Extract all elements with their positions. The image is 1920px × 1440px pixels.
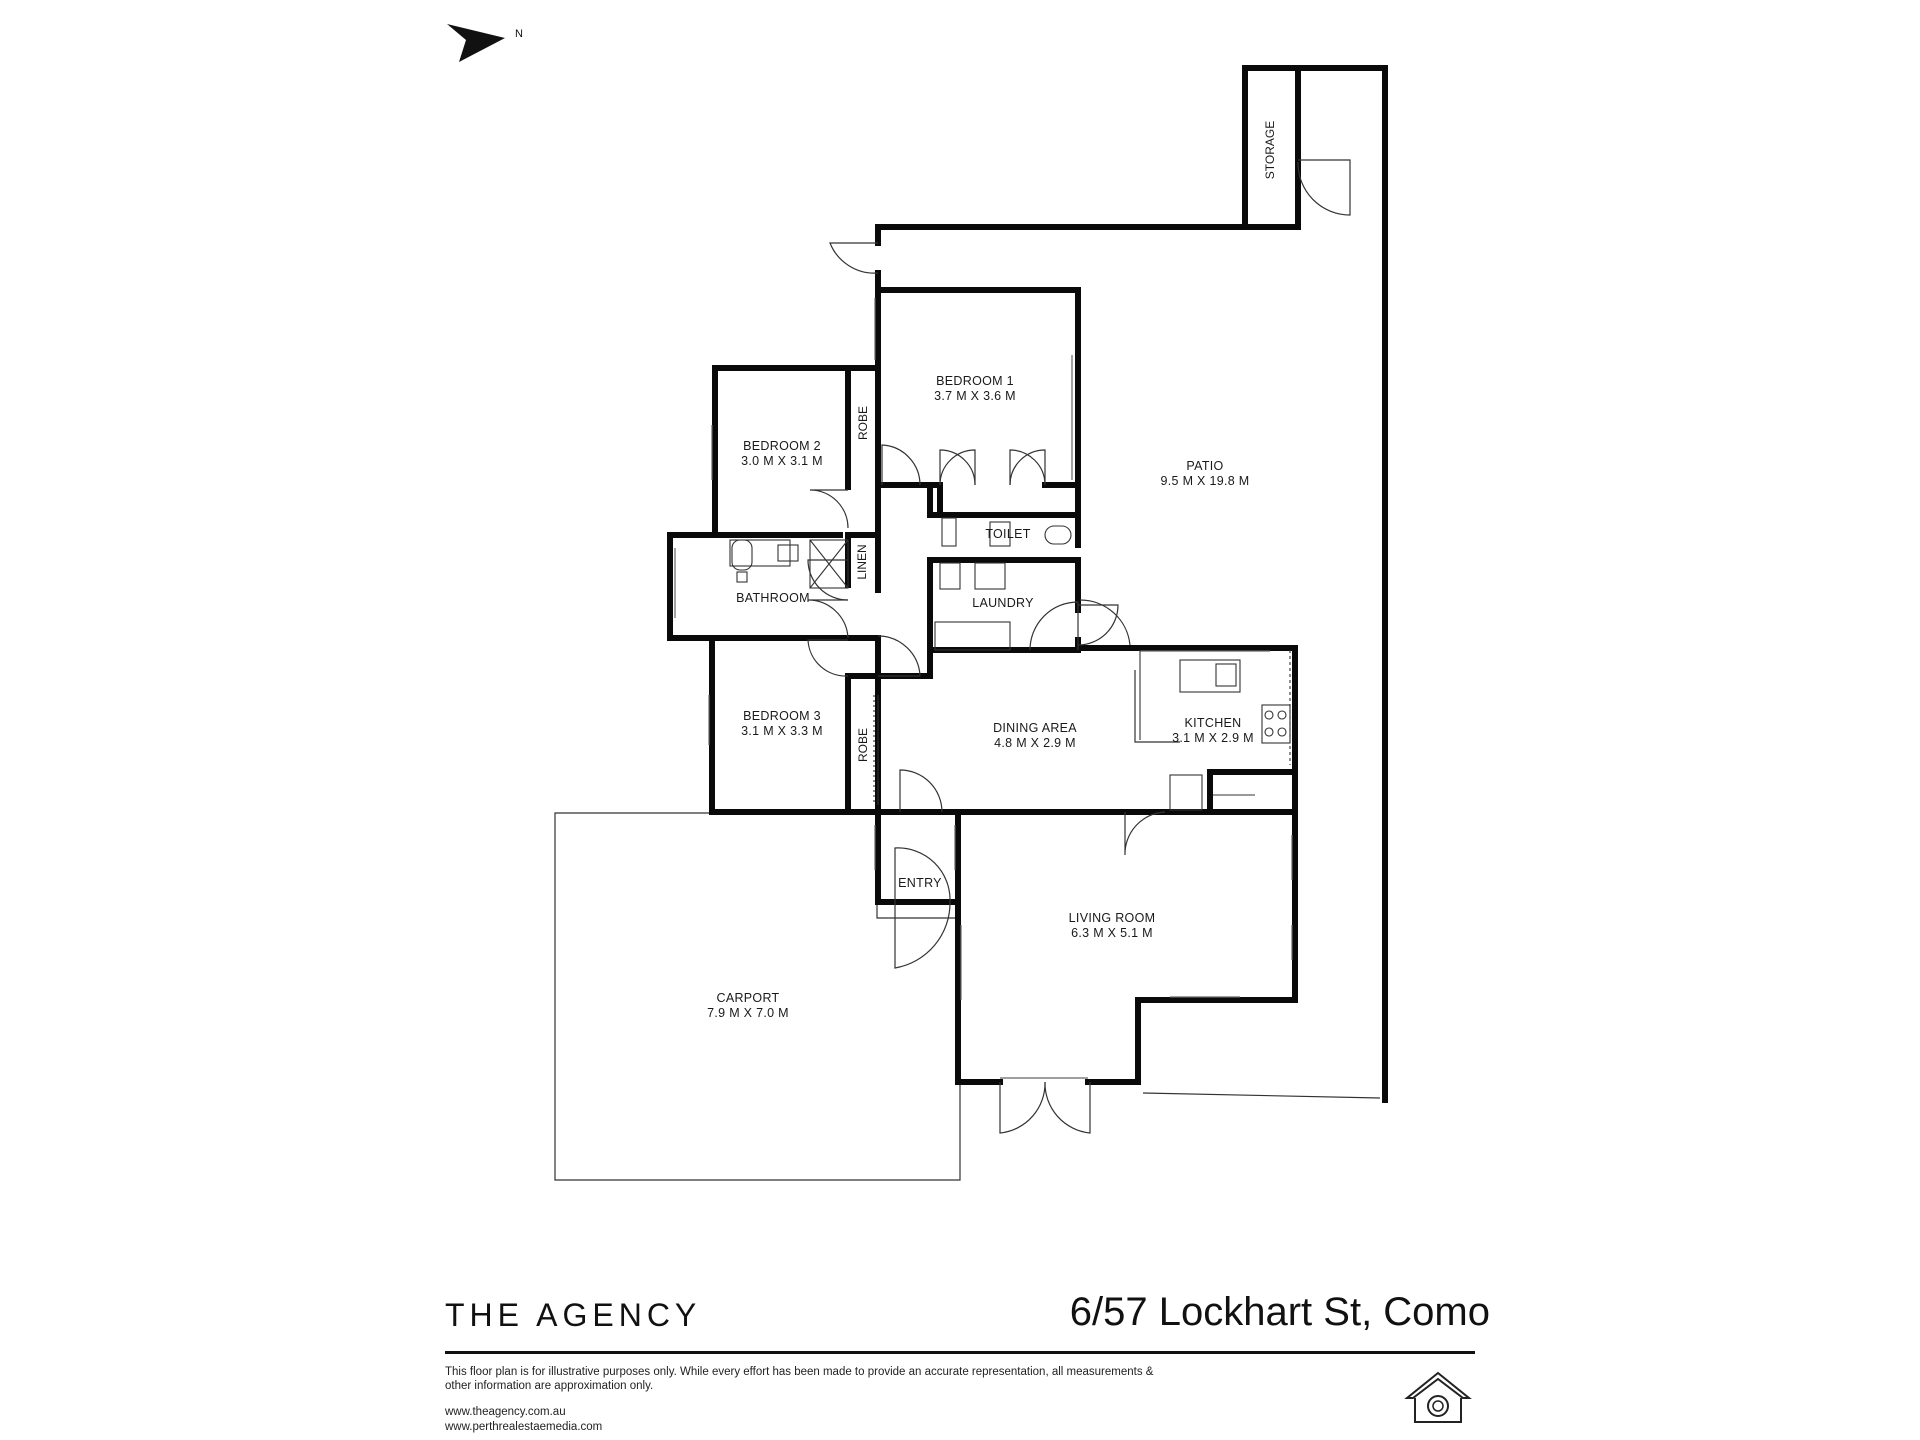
room-name-laundry: LAUNDRY — [972, 596, 1034, 610]
room-dims-bedroom3: 3.1 M X 3.3 M — [741, 724, 823, 738]
room-name-bathroom: BATHROOM — [736, 591, 810, 605]
room-name-living: LIVING ROOM — [1069, 911, 1156, 925]
room-name-robe1: ROBE — [856, 406, 870, 440]
walls — [667, 65, 1388, 1103]
room-name-dining: DINING AREA — [993, 721, 1077, 735]
room-name-bedroom3: BEDROOM 3 — [743, 709, 821, 723]
room-name-toilet: TOILET — [985, 527, 1030, 541]
room-name-linen: LINEN — [855, 544, 869, 579]
room-name-storage: STORAGE — [1263, 121, 1277, 179]
room-dims-living: 6.3 M X 5.1 M — [1071, 926, 1153, 940]
doors — [807, 159, 1351, 1134]
property-address: 6/57 Lockhart St, Como — [1069, 1290, 1490, 1334]
room-dims-carport: 7.9 M X 7.0 M — [707, 1006, 789, 1020]
windows — [674, 298, 1293, 1079]
room-name-carport: CARPORT — [717, 991, 780, 1005]
website-link-media[interactable]: www.perthrealestaemedia.com — [445, 1421, 603, 1433]
website-link-agency[interactable]: www.theagency.com.au — [445, 1406, 566, 1418]
room-name-entry: ENTRY — [898, 876, 942, 890]
disclaimer-text: This floor plan is for illustrative purp… — [445, 1366, 1154, 1392]
footer-divider — [445, 1351, 1475, 1354]
agency-logo: THE AGENCY — [445, 1297, 702, 1333]
room-name-bedroom2: BEDROOM 2 — [743, 439, 821, 453]
patio-outline — [1142, 1092, 1381, 1099]
room-name-patio: PATIO — [1186, 459, 1223, 473]
room-name-robe2: ROBE — [856, 728, 870, 762]
room-dims-bedroom1: 3.7 M X 3.6 M — [934, 389, 1016, 403]
room-dims-dining: 4.8 M X 2.9 M — [994, 736, 1076, 750]
fixtures — [729, 517, 1291, 811]
north-label: N — [515, 28, 523, 40]
room-name-bedroom1: BEDROOM 1 — [936, 374, 1014, 388]
room-name-kitchen: KITCHEN — [1185, 716, 1242, 730]
room-dims-bedroom2: 3.0 M X 3.1 M — [741, 454, 823, 468]
perth-real-estate-media-logo — [1404, 1371, 1472, 1423]
room-dims-patio: 9.5 M X 19.8 M — [1161, 474, 1250, 488]
room-dims-kitchen: 3.1 M X 2.9 M — [1172, 731, 1254, 745]
north-arrow-icon: N — [447, 24, 523, 62]
